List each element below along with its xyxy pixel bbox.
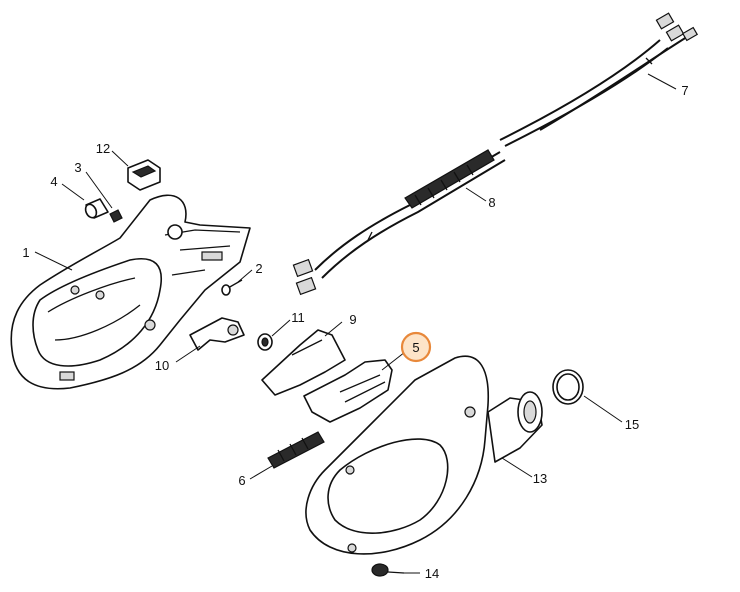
part-6-compression-spring[interactable] [267, 431, 325, 469]
part-14-screw[interactable] [371, 563, 405, 577]
callout-15: 15 [625, 417, 639, 432]
callout-7: 7 [681, 83, 688, 98]
callout-2: 2 [255, 261, 262, 276]
part-4-pin-sleeve[interactable] [84, 198, 109, 219]
highlight-circle [400, 331, 432, 363]
part-2-pin[interactable] [221, 279, 243, 296]
callout-13: 13 [533, 471, 547, 486]
callout-8: 8 [488, 195, 495, 210]
part-5-trigger[interactable] [303, 359, 393, 423]
callout-3: 3 [74, 160, 81, 175]
callout-5: 5 [412, 340, 419, 355]
callout-12: 12 [96, 141, 110, 156]
callout-6: 6 [238, 473, 245, 488]
callout-10: 10 [155, 358, 169, 373]
part-13-right-handle-half[interactable] [305, 355, 543, 555]
callout-9: 9 [349, 312, 356, 327]
part-1-left-handle-half[interactable] [10, 194, 251, 390]
callout-1: 1 [22, 245, 29, 260]
callout-14: 14 [425, 566, 439, 581]
part-3-small-spring[interactable] [109, 209, 123, 223]
callout-4: 4 [50, 174, 57, 189]
part-7-cable-connectors[interactable] [499, 12, 699, 147]
part-10-catch-lever[interactable] [189, 317, 245, 351]
part-8-cable-spring-sleeve[interactable] [292, 149, 506, 296]
part-12-switch-cap[interactable] [127, 159, 161, 191]
part-9-switch-lever[interactable] [261, 329, 346, 396]
callout-11: 11 [291, 310, 305, 325]
part-15-o-ring[interactable] [552, 369, 584, 405]
part-11-torsion-spring[interactable] [257, 333, 273, 351]
leader-lines [34, 73, 677, 574]
